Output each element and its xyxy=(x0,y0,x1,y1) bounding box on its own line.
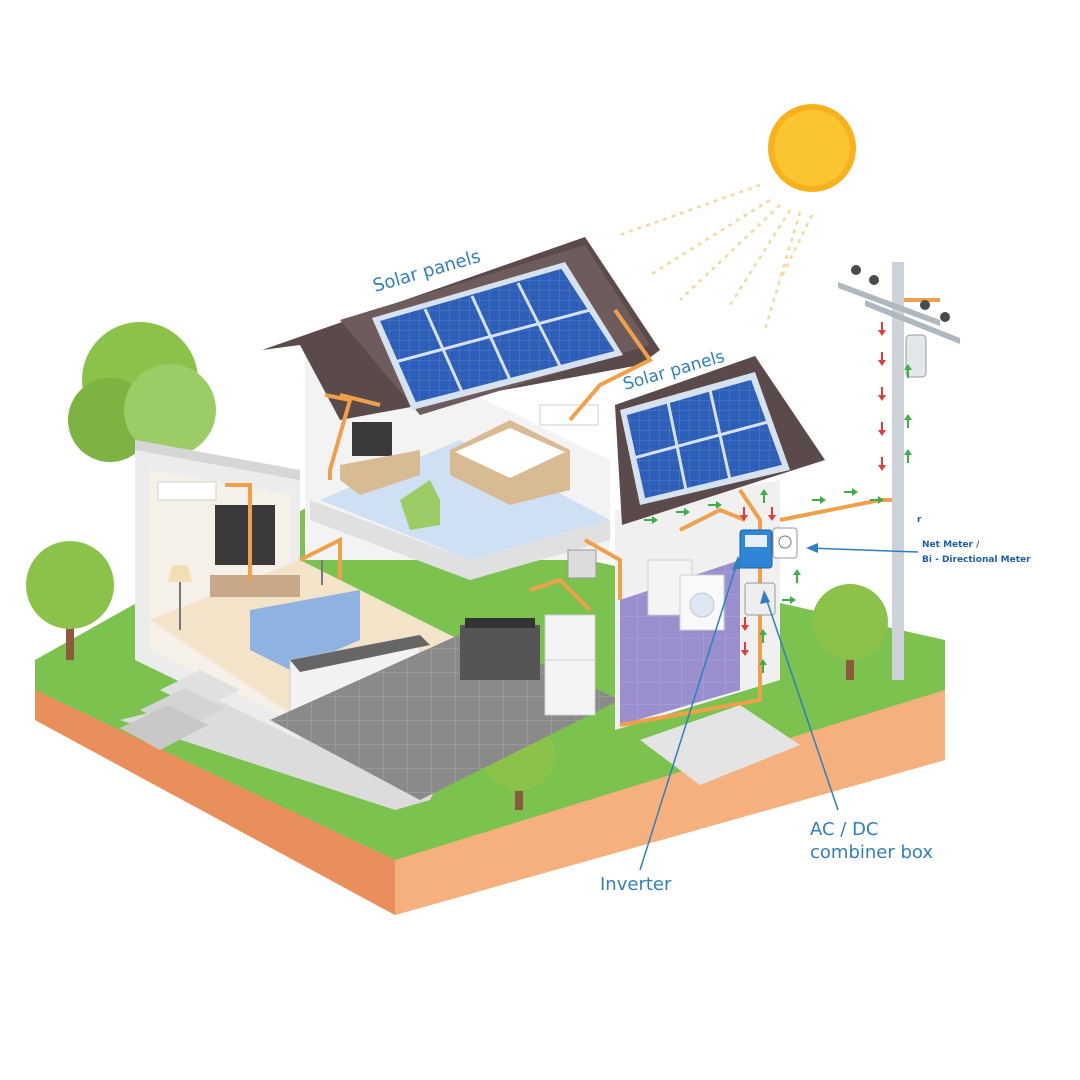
arrow-to-grid xyxy=(741,617,749,631)
utility-pole xyxy=(838,262,960,680)
pole-transformer xyxy=(905,334,927,378)
arrow-to-grid xyxy=(878,352,886,366)
soil-front-right xyxy=(395,690,945,915)
arrow-from-grid xyxy=(812,496,826,504)
wall-panel xyxy=(567,549,597,579)
sun-rays xyxy=(619,183,814,331)
inverter-display xyxy=(745,535,767,547)
arrow-to-grid xyxy=(878,387,886,401)
arrow-from-grid xyxy=(644,516,658,524)
arrow-from-grid xyxy=(793,569,801,583)
arrow-to-grid xyxy=(741,642,749,656)
label-pointers xyxy=(639,547,919,871)
arrow-from-grid xyxy=(904,449,912,463)
arrow-to-grid xyxy=(768,507,776,521)
arrow-from-grid xyxy=(844,488,858,496)
sofa xyxy=(250,590,360,670)
laundry-room xyxy=(615,480,780,730)
arrow-from-grid xyxy=(708,501,722,509)
net-meter-box xyxy=(772,527,798,559)
arrow-to-grid xyxy=(878,422,886,436)
side-walkway xyxy=(640,705,800,785)
tree-left-small xyxy=(26,541,114,660)
arrow-from-grid xyxy=(904,364,912,378)
main-roof xyxy=(262,237,660,420)
entrance-stairs xyxy=(120,670,240,750)
label-combiner-line1: AC / DC xyxy=(810,819,879,840)
arrow-to-grid xyxy=(878,457,886,471)
soil-front-left xyxy=(35,690,395,915)
arrow-from-grid xyxy=(870,496,884,504)
monitor xyxy=(352,422,392,456)
flow-arrows xyxy=(644,322,912,673)
tv-stand xyxy=(210,575,300,597)
chair xyxy=(400,480,440,530)
tv-wall xyxy=(215,505,275,565)
arrow-from-grid xyxy=(904,414,912,428)
arrow-from-grid xyxy=(759,659,767,673)
label-combiner-line2: combiner box xyxy=(810,842,933,863)
solar-panel-array-main xyxy=(372,262,623,410)
label-net-meter-stray: r xyxy=(917,515,922,525)
ac-unit-living xyxy=(157,481,217,501)
arrows-from-grid xyxy=(644,364,912,673)
solar-panel-array-secondary xyxy=(620,372,790,505)
arrows-to-grid xyxy=(740,322,886,656)
arrow-from-grid xyxy=(782,596,796,604)
tree-right xyxy=(812,584,888,680)
arrow-from-grid xyxy=(676,508,690,516)
net-meter-dial xyxy=(778,535,792,549)
secondary-roof xyxy=(615,356,825,525)
combiner-box xyxy=(744,582,776,616)
fridge xyxy=(544,614,596,716)
label-inverter: Inverter xyxy=(600,874,672,895)
floor-lamp xyxy=(168,565,192,582)
desk xyxy=(340,450,420,495)
arrow-from-grid xyxy=(760,489,768,503)
tree-left-large xyxy=(68,322,216,462)
label-net-meter-line2: Bi - Directional Meter xyxy=(922,555,1031,565)
arrow-to-grid xyxy=(878,322,886,336)
ac-unit-bedroom xyxy=(539,404,599,426)
stove xyxy=(460,618,540,680)
sun xyxy=(768,104,856,192)
arrow-to-grid xyxy=(740,507,748,521)
arrow-from-grid xyxy=(759,629,767,643)
label-net-meter-line1: Net Meter / xyxy=(922,540,980,550)
